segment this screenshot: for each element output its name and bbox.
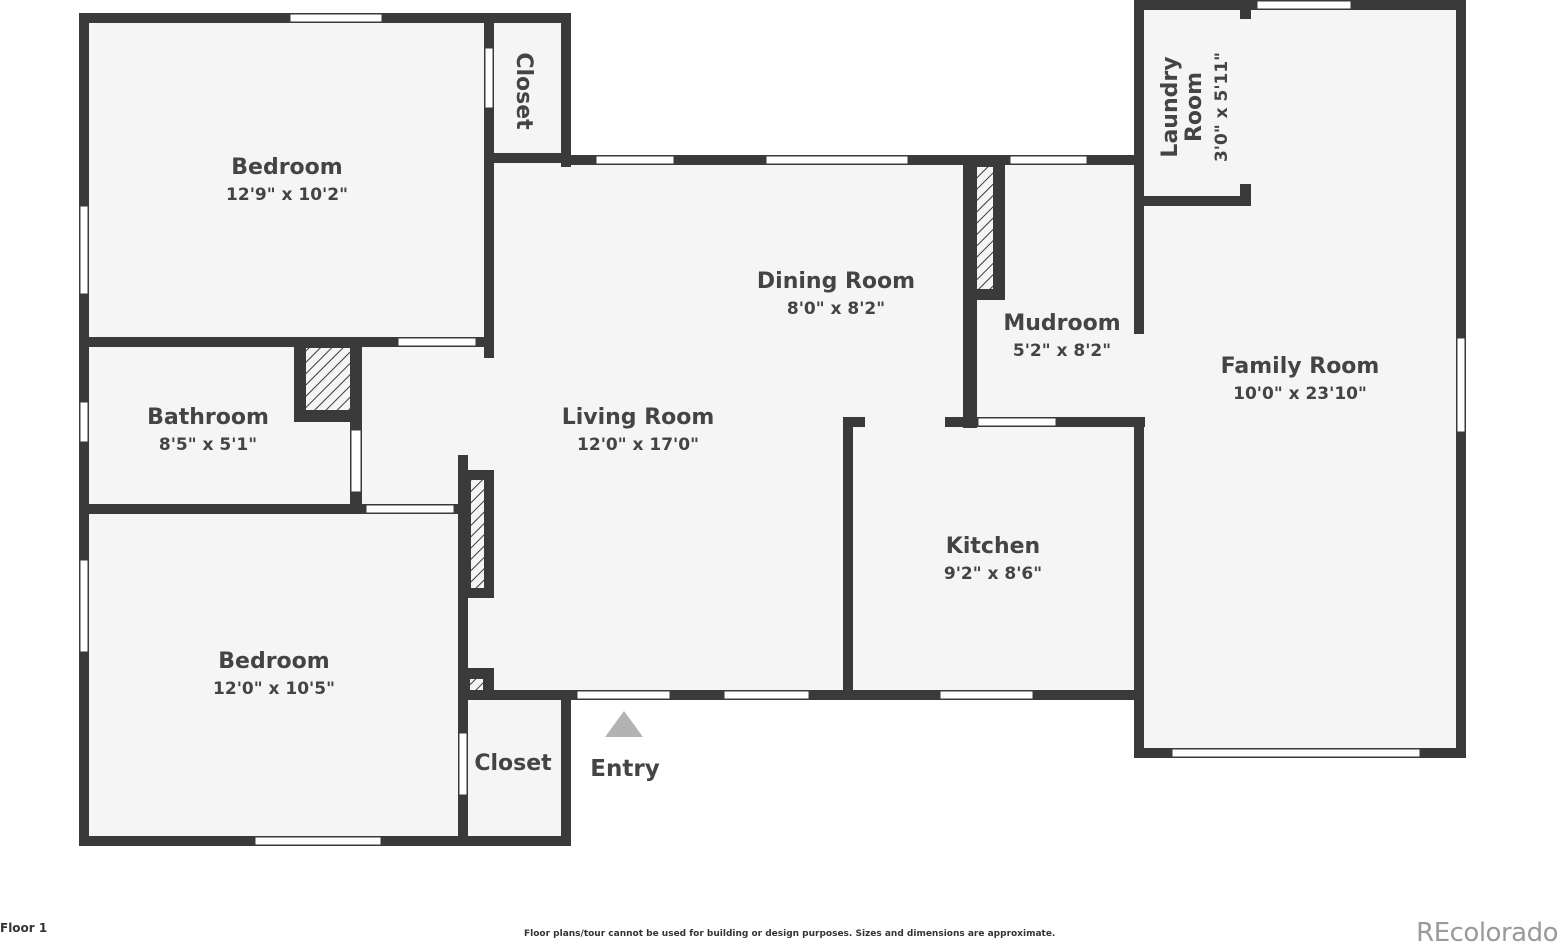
door-kitchen-mudroom [977,417,1057,427]
room-name-laundry-line2: Room [1182,72,1207,142]
room-dims-dining-room: 8'0" x 8'2" [787,299,885,319]
room-name-laundry-line1: Laundry [1158,56,1183,157]
triangle-up-icon [605,711,643,737]
window-bedroom-left [79,205,89,295]
room-name-closet-top: Closet [511,52,536,130]
window-bathroom [79,401,89,443]
room-dims-family-room: 10'0" x 23'10" [1233,384,1367,404]
room-dims-laundry: 3'0" x 5'11" [1212,52,1232,162]
window-family-top [1256,0,1352,10]
floor-label: Floor 1 [0,921,48,935]
window-dining-2 [765,155,909,165]
floor-areas [84,8,1461,839]
room-dims-bedroom-top: 12'9" x 10'2" [226,185,348,205]
room-dims-mudroom: 5'2" x 8'2" [1013,341,1111,361]
door-bedroom-bottom [365,504,455,514]
brand-logo: REcolorado [1416,918,1558,948]
window-family-bottom [1171,748,1421,758]
room-dims-bathroom: 8'5" x 5'1" [159,435,257,455]
window-living-bottom [723,690,810,700]
disclaimer-text: Floor plans/tour cannot be used for buil… [524,929,1056,939]
window-kitchen-bottom [939,690,1034,700]
room-name-dining-room: Dining Room [757,269,915,294]
room-name-kitchen: Kitchen [946,534,1040,559]
window-bedroom-top [289,13,383,23]
openings [79,0,1466,846]
room-name-living-room: Living Room [562,405,715,430]
room-name-bedroom-bottom: Bedroom [218,649,329,674]
room-name-closet-bottom: Closet [474,751,552,776]
hatched-columns [306,167,993,690]
room-name-family-room: Family Room [1221,354,1380,379]
window-bedroom-bottom-left [79,559,89,653]
room-name-mudroom: Mudroom [1003,311,1120,336]
door-closet-bottom [458,732,468,796]
door-bedroom-top [397,337,477,347]
room-dims-living-room: 12'0" x 17'0" [577,435,699,455]
room-dims-bedroom-bottom: 12'0" x 10'5" [213,679,335,699]
entry-label: Entry [590,756,659,782]
door-bathroom [350,429,362,493]
entry-door [576,690,671,700]
window-bedroom-bottom [254,836,382,846]
room-name-bedroom-top: Bedroom [231,155,342,180]
door-closet-top [484,47,494,109]
room-dims-kitchen: 9'2" x 8'6" [944,564,1042,584]
window-dining-1 [595,155,675,165]
room-name-bathroom: Bathroom [147,405,269,430]
window-family-right [1456,337,1466,433]
window-mudroom [1009,155,1088,165]
